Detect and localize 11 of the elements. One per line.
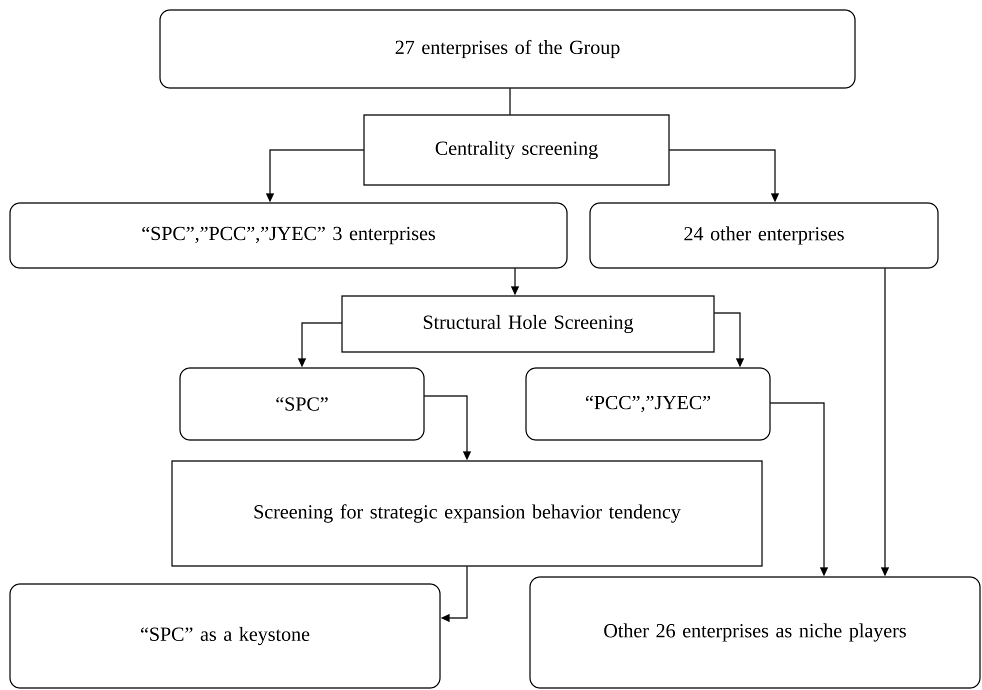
process-box: Structural Hole Screening [341,295,715,353]
result-box: 24 other enterprises [589,202,939,269]
result-box: “SPC” [179,367,425,441]
connector-line [509,88,511,114]
result-box: “SPC”,”PCC”,”JYEC” 3 enterprises [9,202,568,269]
process-box: Screening for strategic expansion behavior tendency [171,460,763,567]
process-box: Centrality screening [363,114,670,186]
outcome-box: “SPC” as a keystone [9,583,441,689]
outcome-box: Other 26 enterprises as niche players [529,576,981,689]
result-box: “PCC”,”JYEC” [525,367,771,441]
start-box: 27 enterprises of the Group [159,9,856,89]
